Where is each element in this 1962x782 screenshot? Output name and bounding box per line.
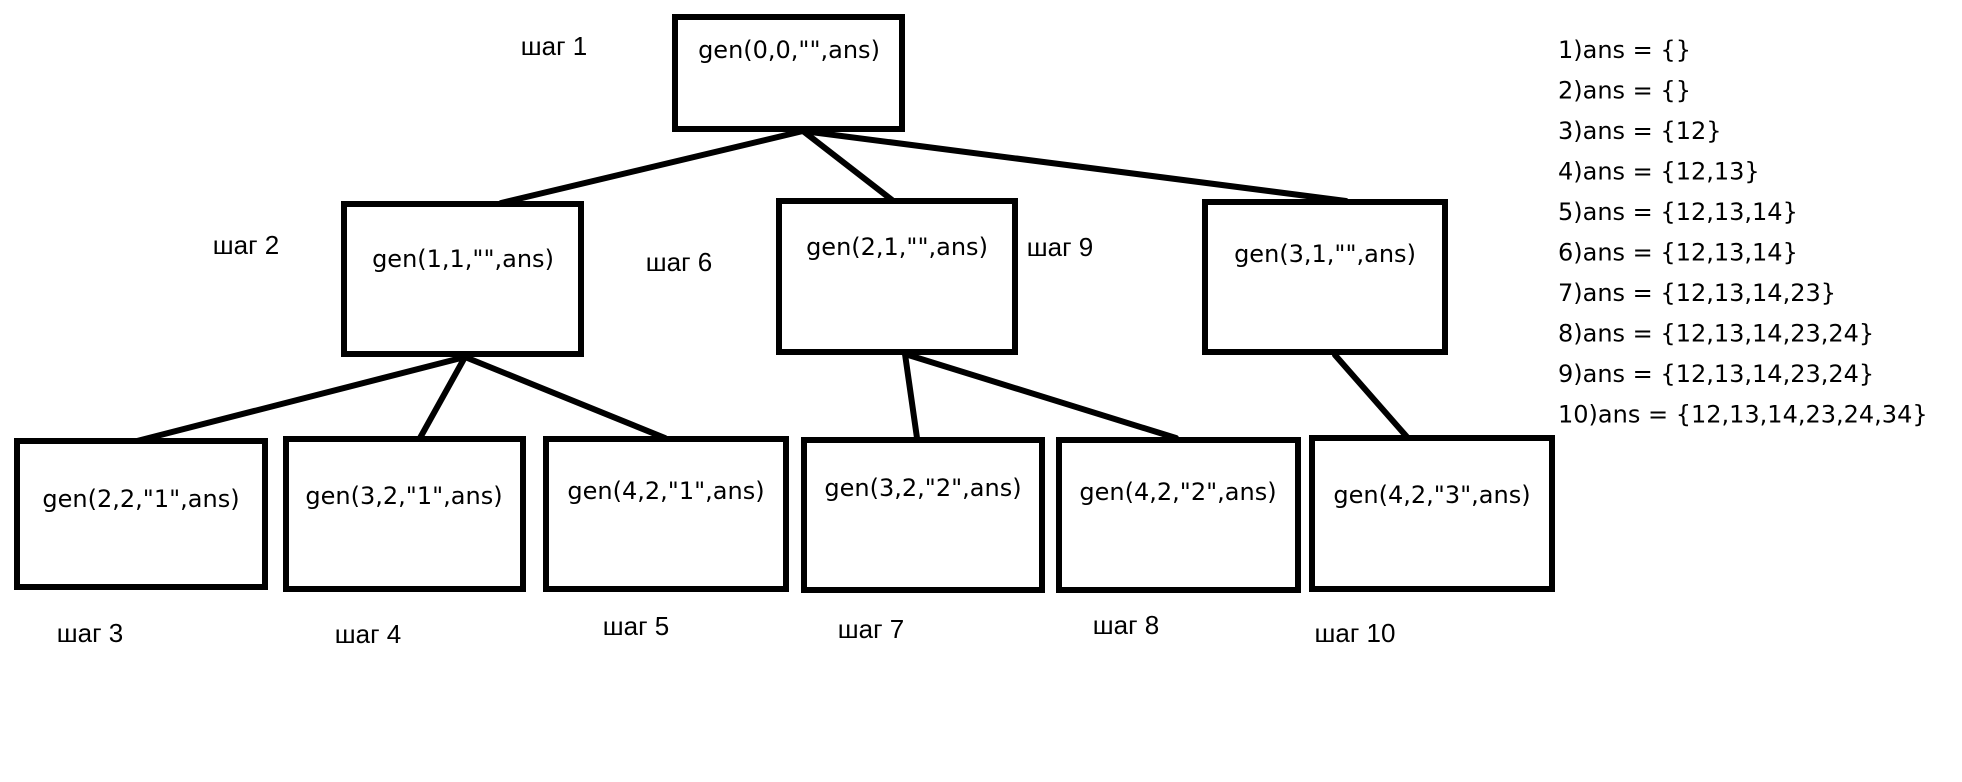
- tree-node-n9: gen(4,2,"3",ans): [1309, 435, 1555, 592]
- edge-n3-n9: [1332, 352, 1410, 440]
- edge-n0-n1: [498, 128, 806, 206]
- node-label: gen(3,2,"2",ans): [824, 474, 1021, 502]
- node-box: [801, 437, 1045, 593]
- ans-log-line: 4)ans = {12,13}: [1558, 158, 1760, 186]
- step-label: шаг 10: [1315, 618, 1396, 648]
- ans-log: 1)ans = {} 2)ans = {} 3)ans = {12} 4)ans = …: [1558, 36, 1928, 429]
- step-label: шаг 7: [838, 614, 905, 644]
- node-label: gen(1,1,"",ans): [372, 245, 554, 273]
- step-label: шаг 3: [57, 618, 124, 648]
- ans-log-line: 6)ans = {12,13,14}: [1558, 239, 1798, 267]
- tree-node-n7: gen(3,2,"2",ans): [801, 437, 1045, 593]
- node-box: [672, 14, 905, 132]
- ans-log-line: 7)ans = {12,13,14,23}: [1558, 279, 1836, 307]
- ans-log-line: 1)ans = {}: [1558, 36, 1691, 64]
- ans-log-line: 3)ans = {12}: [1558, 117, 1722, 145]
- tree-node-n5: gen(3,2,"1",ans): [283, 436, 526, 592]
- step-label: шаг 9: [1027, 232, 1094, 262]
- tree-node-n4: gen(2,2,"1",ans): [14, 438, 268, 590]
- edge-n1-n6: [462, 354, 668, 441]
- node-box: [776, 198, 1018, 355]
- edge-n2-n7: [902, 351, 920, 441]
- step-label: шаг 6: [646, 247, 713, 277]
- tree-node-n0: gen(0,0,"",ans): [672, 14, 905, 132]
- node-box: [1056, 437, 1301, 593]
- node-label: gen(0,0,"",ans): [698, 36, 880, 64]
- nodes-layer: gen(0,0,"",ans) gen(1,1,"",ans) gen(2,1,""…: [14, 14, 1555, 593]
- ans-log-line: 8)ans = {12,13,14,23,24}: [1558, 320, 1874, 348]
- step-label: шаг 1: [521, 31, 588, 61]
- node-box: [1202, 199, 1448, 355]
- node-box: [283, 436, 526, 592]
- step-labels-layer: шаг 1 шаг 2 шаг 6 шаг 9 шаг 3 шаг 4 шаг 5 шаг 7…: [57, 31, 1396, 649]
- ans-log-line: 9)ans = {12,13,14,23,24}: [1558, 360, 1874, 388]
- edge-n1-n5: [417, 354, 468, 441]
- node-label: gen(3,2,"1",ans): [305, 482, 502, 510]
- edge-n0-n2: [800, 128, 895, 203]
- ans-log-line: 10)ans = {12,13,14,23,24,34}: [1558, 401, 1928, 429]
- node-box: [543, 436, 789, 592]
- step-label: шаг 2: [213, 230, 280, 260]
- tree-node-n3: gen(3,1,"",ans): [1202, 199, 1448, 355]
- step-label: шаг 5: [603, 611, 670, 641]
- node-label: gen(2,2,"1",ans): [42, 485, 239, 513]
- step-label: шаг 8: [1093, 610, 1160, 640]
- node-label: gen(3,1,"",ans): [1234, 240, 1416, 268]
- node-label: gen(2,1,"",ans): [806, 233, 988, 261]
- node-box: [1309, 435, 1555, 592]
- edge-n0-n3: [800, 128, 1349, 204]
- edges-layer: [134, 128, 1410, 444]
- step-label: шаг 4: [335, 619, 402, 649]
- edge-n1-n4: [134, 354, 468, 444]
- tree-node-n1: gen(1,1,"",ans): [341, 201, 584, 357]
- node-label: gen(4,2,"1",ans): [567, 477, 764, 505]
- node-label: gen(4,2,"3",ans): [1333, 481, 1530, 509]
- tree-node-n2: gen(2,1,"",ans): [776, 198, 1018, 355]
- tree-node-n8: gen(4,2,"2",ans): [1056, 437, 1301, 593]
- node-box: [341, 201, 584, 357]
- ans-log-line: 5)ans = {12,13,14}: [1558, 198, 1798, 226]
- edge-n2-n8: [902, 351, 1179, 441]
- ans-log-line: 2)ans = {}: [1558, 77, 1691, 105]
- node-box: [14, 438, 268, 590]
- tree-node-n6: gen(4,2,"1",ans): [543, 436, 789, 592]
- node-label: gen(4,2,"2",ans): [1079, 478, 1276, 506]
